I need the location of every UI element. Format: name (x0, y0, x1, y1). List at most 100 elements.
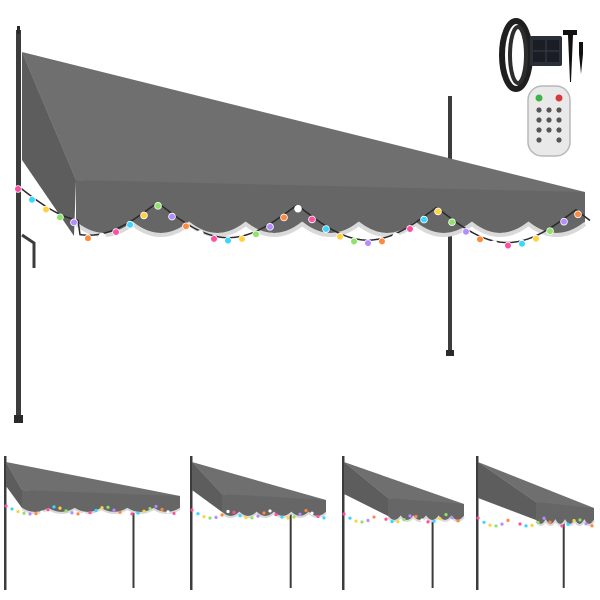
light-bulb (448, 218, 456, 226)
awning-canopy-shade (22, 52, 76, 236)
light-bulb (392, 232, 400, 241)
light-bulb (476, 516, 480, 520)
light-bulb (532, 234, 540, 243)
light-bulb (364, 239, 372, 247)
light-bulb (214, 515, 218, 519)
light-bulb (462, 227, 470, 236)
light-bulb (390, 520, 394, 524)
light-bulb (518, 522, 522, 526)
light-bulb (322, 225, 330, 233)
light-bulb (238, 514, 242, 518)
light-bulb (166, 510, 170, 514)
light-bulb (408, 514, 412, 518)
light-bulb (148, 506, 152, 511)
light-bulb (244, 516, 248, 520)
light-bulb (250, 516, 254, 520)
light-bulb (360, 520, 364, 524)
light-bulb (476, 235, 484, 244)
light-bulb (34, 511, 38, 516)
light-bulb (252, 230, 260, 239)
light-bulb (210, 235, 218, 243)
light-bulb (130, 512, 134, 516)
ground-stake-icon (563, 30, 583, 82)
light-bulb (384, 517, 388, 521)
awning-angle-2[interactable] (186, 452, 330, 592)
light-bulb (322, 516, 326, 520)
light-bulb (308, 215, 316, 224)
light-bulb (494, 524, 498, 528)
light-bulb (208, 516, 212, 520)
accessories-panel (499, 18, 583, 157)
light-bulb (432, 519, 436, 523)
light-bulb (82, 512, 86, 516)
light-bulb (280, 213, 288, 222)
light-bulb (366, 518, 370, 523)
light-bulb (294, 204, 302, 213)
light-bulb (342, 512, 346, 516)
light-bulb (506, 518, 510, 522)
light-bulb (106, 505, 110, 509)
light-bulb (160, 507, 164, 511)
light-bulb (590, 524, 594, 528)
light-bulb (4, 504, 8, 508)
light-bulb (224, 236, 232, 245)
light-bulb (336, 232, 344, 241)
light-bulb (572, 518, 576, 523)
light-bulb (548, 520, 552, 524)
light-bulb (298, 512, 302, 516)
awning-angle-4[interactable] (472, 452, 598, 592)
light-bulb (316, 514, 320, 518)
light-bulb (482, 520, 486, 524)
light-bulb (490, 240, 498, 248)
light-bulb (266, 223, 274, 231)
light-bulb (196, 512, 200, 516)
light-bulb (100, 506, 104, 510)
light-bulb (450, 516, 454, 520)
light-bulb (136, 511, 140, 515)
light-bulb (16, 509, 20, 514)
light-bulb (172, 511, 176, 516)
light-bulb (118, 510, 122, 514)
light-bulb (488, 523, 492, 527)
light-bulb (566, 522, 570, 526)
light-bulb (232, 510, 236, 515)
light-bulb (168, 212, 176, 221)
light-bulb (348, 516, 352, 520)
light-bulb (262, 511, 266, 515)
light-bulb (98, 232, 106, 241)
light-bulb (58, 506, 62, 510)
light-string-coil-icon (499, 18, 533, 92)
light-bulb (94, 508, 98, 513)
light-bulb (64, 509, 68, 513)
light-bulb (28, 512, 32, 516)
light-bulb (378, 237, 386, 246)
light-bulb (76, 512, 80, 516)
light-bulb (350, 237, 358, 246)
light-bulb (14, 185, 22, 193)
light-bulb (574, 210, 582, 219)
awning-valance (76, 180, 585, 233)
remote-control-icon (527, 85, 571, 157)
light-bulb (438, 517, 442, 521)
light-bulb (512, 518, 516, 522)
light-bulb (378, 513, 382, 517)
light-bulb (154, 202, 162, 210)
awning-angle-3[interactable] (338, 452, 468, 592)
light-bulb (10, 507, 14, 511)
light-bulb (182, 222, 190, 231)
light-bulb (22, 511, 26, 515)
light-bulb (280, 515, 284, 519)
light-bulb (274, 512, 278, 517)
light-bulb (530, 523, 534, 527)
light-bulb (560, 217, 568, 226)
light-bulb (524, 524, 528, 528)
light-bulb (560, 524, 564, 528)
light-bulb (70, 218, 78, 227)
light-bulb (256, 514, 260, 518)
awning-angle-1[interactable] (0, 452, 184, 592)
light-bulb (286, 516, 290, 520)
light-bulb (354, 519, 358, 523)
light-bulb (426, 520, 430, 524)
light-bulb (420, 518, 424, 522)
light-bulb (536, 520, 540, 525)
